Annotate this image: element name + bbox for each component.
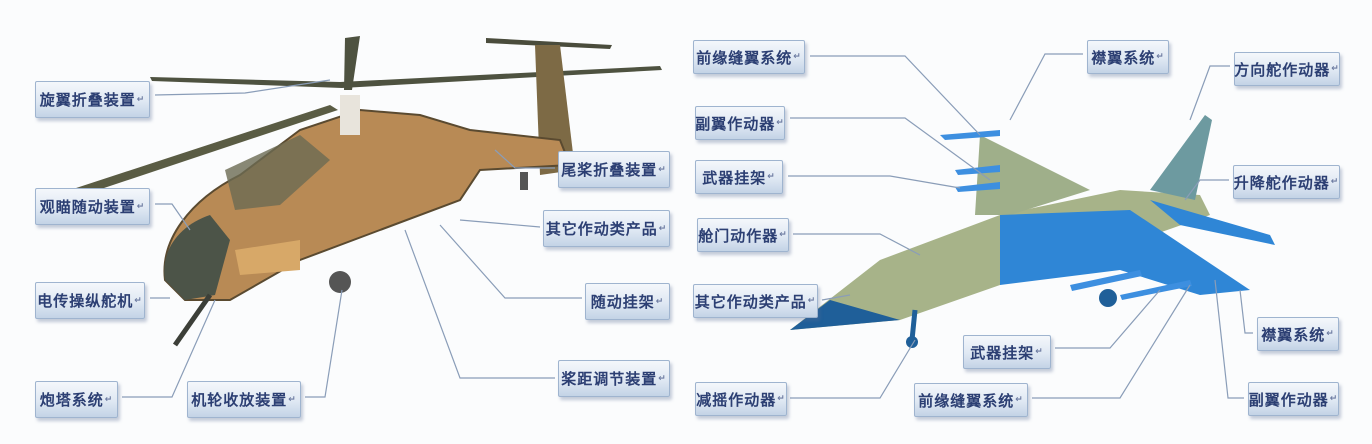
label-weapon-pylon-lower: 武器挂架 bbox=[963, 335, 1051, 369]
tail-wheel bbox=[520, 172, 528, 190]
label-other-actuators: 其它作动类产品 bbox=[693, 284, 818, 318]
landing-gear bbox=[909, 309, 918, 341]
label-flap-system: 襟翼系统 bbox=[1087, 40, 1169, 74]
missile bbox=[955, 165, 1000, 175]
missile bbox=[940, 130, 1000, 140]
missile bbox=[1120, 280, 1192, 300]
right-wing bbox=[1000, 210, 1250, 295]
jet-illustration bbox=[790, 115, 1275, 348]
label-elevator-actuator: 升降舵作动器 bbox=[1233, 165, 1340, 199]
helicopter-nose bbox=[164, 215, 230, 300]
label-landing-gear-retraction: 机轮收放装置 bbox=[187, 381, 301, 418]
jet-nose bbox=[790, 300, 900, 330]
label-other-actuators: 其它作动类产品 bbox=[543, 210, 670, 247]
label-pitch-adjustment: 桨距调节装置 bbox=[558, 360, 670, 397]
label-aileron-actuator-lower: 副翼作动器 bbox=[1248, 382, 1339, 416]
main-rotor-blade bbox=[344, 36, 360, 90]
main-wheel bbox=[329, 271, 351, 293]
label-flap-system-lower: 襟翼系统 bbox=[1257, 317, 1339, 351]
helicopter-fuselage bbox=[163, 108, 572, 301]
left-wing bbox=[975, 135, 1090, 215]
label-servo-pylon: 随动挂架 bbox=[585, 283, 670, 320]
main-rotor-blade bbox=[70, 105, 338, 196]
label-aileron-actuator: 副翼作动器 bbox=[695, 106, 785, 140]
label-rotor-folding: 旋翼折叠装置 bbox=[35, 81, 150, 118]
label-door-actuator: 舱门动作器 bbox=[697, 218, 789, 252]
horizontal-stabilizer bbox=[1150, 200, 1275, 245]
ammo-bay bbox=[235, 240, 300, 275]
gun-barrel bbox=[172, 293, 213, 347]
label-leading-edge-slat: 前缘缝翼系统 bbox=[693, 40, 805, 74]
label-sight-servo: 观瞄随动装置 bbox=[35, 188, 150, 225]
label-rudder-actuator: 方向舵作动器 bbox=[1234, 52, 1340, 86]
label-leading-edge-slat-lower: 前缘缝翼系统 bbox=[914, 383, 1028, 417]
label-damper-actuator: 减摇作动器 bbox=[695, 382, 787, 416]
label-fly-by-wire-actuator: 电传操纵舵机 bbox=[35, 282, 145, 319]
leader-lines bbox=[122, 53, 1253, 399]
label-weapon-pylon: 武器挂架 bbox=[695, 160, 783, 194]
missile bbox=[1070, 270, 1142, 291]
label-tail-rotor-folding: 尾桨折叠装置 bbox=[558, 151, 670, 188]
tail-rotor-blade bbox=[486, 38, 612, 49]
cockpit bbox=[225, 135, 330, 210]
vertical-tail bbox=[1150, 115, 1212, 200]
label-turret-system: 炮塔系统 bbox=[35, 381, 118, 418]
engine bbox=[340, 95, 360, 135]
main-rotor-blade bbox=[150, 66, 662, 88]
missile bbox=[955, 182, 1000, 192]
engine-intake bbox=[1099, 289, 1117, 307]
helicopter-illustration bbox=[70, 36, 662, 347]
nose-wheel bbox=[906, 336, 918, 348]
